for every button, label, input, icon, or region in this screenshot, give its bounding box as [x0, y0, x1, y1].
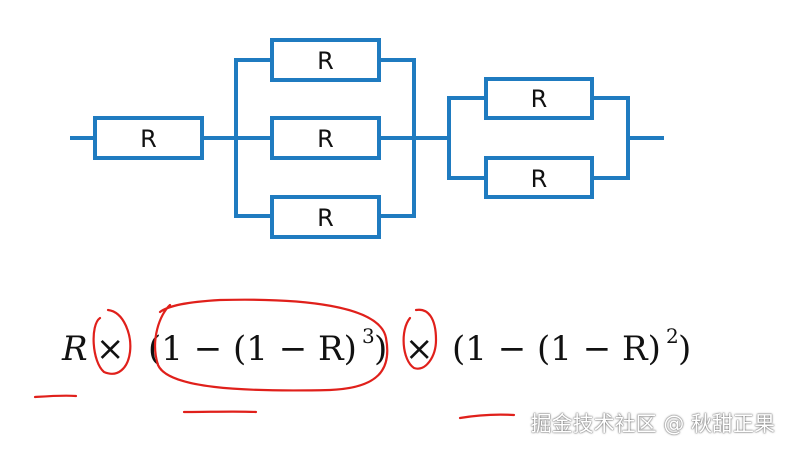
resistor-box [484, 156, 594, 199]
resistor-label: R [317, 47, 334, 75]
resistor-parallel-b-top: R [484, 77, 594, 120]
red-annotations [33, 298, 516, 420]
resistor-parallel-b-bottom: R [484, 156, 594, 199]
circuit-wires [70, 58, 664, 218]
red-underline-1 [33, 394, 78, 399]
red-underline-3 [458, 413, 516, 420]
resistor-parallel-a-top: R [270, 38, 381, 82]
resistor-series-1: R [93, 116, 204, 160]
formula-term-r: R [61, 329, 88, 369]
formula-term-parallel-2-open: (1 − (1 − R) [452, 329, 661, 369]
resistor-label: R [317, 204, 334, 232]
resistor-box [484, 77, 594, 120]
resistor-label: R [317, 125, 334, 153]
resistor-box [270, 116, 381, 160]
formula-term-parallel-2-exponent: 2 [666, 324, 679, 348]
red-circle-times-1 [92, 308, 132, 375]
resistor-label: R [140, 125, 157, 153]
formula-term-parallel-2-close: ) [678, 329, 691, 369]
red-circle-times-2 [402, 308, 438, 370]
resistor-parallel-a-bottom: R [270, 195, 381, 239]
formula-term-parallel-3-open: (1 − (1 − R) [148, 329, 357, 369]
resistor-parallel-a-middle: R [270, 116, 381, 160]
resistor-box [270, 195, 381, 239]
red-ellipse-parallel-3 [154, 298, 389, 392]
resistor-box [270, 38, 381, 82]
resistor-label: R [531, 85, 548, 113]
resistor-box [93, 116, 204, 160]
formula-times-1: × [96, 329, 125, 369]
reliability-formula: R × (1 − (1 − R) 3 ) × (1 − (1 − R) 2 ) [61, 324, 691, 369]
watermark-text: 掘金技术社区 @ 秋甜正果 [530, 412, 775, 436]
resistor-label: R [531, 165, 548, 193]
formula-term-parallel-3-close: ) [374, 329, 387, 369]
formula-term-parallel-3-exponent: 3 [362, 324, 375, 348]
